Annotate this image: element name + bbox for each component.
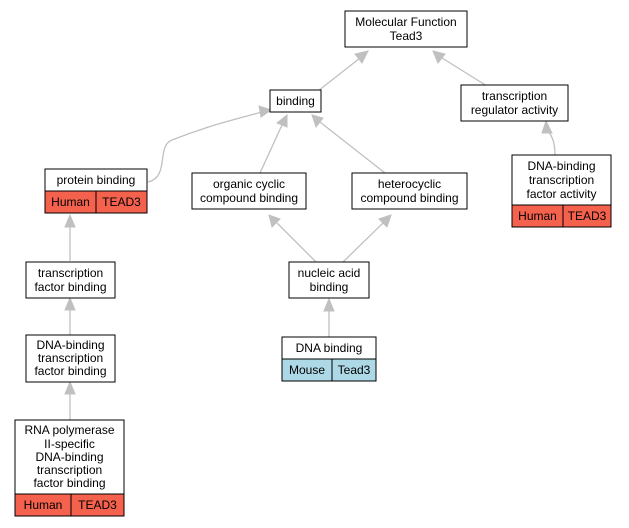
- node-binding[interactable]: binding: [269, 89, 322, 113]
- annotation-cell-gene: [95, 190, 148, 214]
- node-label-line: RNA polymerase: [24, 423, 114, 437]
- edge-heterocyclic-to-binding: [319, 121, 386, 174]
- node-transcription-factor-binding[interactable]: transcription factor binding: [25, 261, 116, 299]
- node-organic-cyclic-compound-binding[interactable]: organic cyclic compound binding: [191, 172, 307, 210]
- node-label-line: regulator activity: [471, 103, 558, 117]
- node-nucleic-acid-binding[interactable]: nucleic acid binding: [288, 261, 370, 299]
- node-label-line: compound binding: [200, 191, 298, 205]
- node-label-line: transcription: [38, 351, 103, 365]
- edge-arrow: [276, 113, 288, 128]
- edge-organic-to-binding: [259, 124, 283, 174]
- node-label-line: binding: [276, 94, 315, 108]
- edge-arrow: [258, 105, 273, 118]
- node-label-line: transcription: [38, 266, 103, 280]
- node-dna-binding-tf-binding[interactable]: DNA-binding transcription factor binding: [25, 334, 116, 383]
- node-dna-binding[interactable]: DNA binding Mouse Tead3: [281, 336, 377, 382]
- node-protein-binding[interactable]: protein binding Human TEAD3: [44, 168, 148, 214]
- node-dna-binding-tf-activity[interactable]: DNA-binding transcription factor activit…: [511, 154, 612, 228]
- edge-arrow: [323, 297, 335, 312]
- annotation-cell-gene: [562, 204, 612, 228]
- node-label-line: protein binding: [57, 173, 136, 187]
- node-label-line: II-specific: [44, 437, 95, 451]
- node-label-line: nucleic acid: [298, 266, 361, 280]
- edge-arrow: [378, 214, 392, 228]
- node-label-line: factor activity: [526, 187, 596, 201]
- annotation-gene: TEAD3: [568, 209, 607, 223]
- node-label-line: factor binding: [34, 364, 106, 378]
- edge-arrow: [64, 380, 76, 395]
- edge-nucleic-to-heterocyclic: [342, 222, 384, 263]
- node-transcription-regulator-activity[interactable]: transcription regulator activity: [460, 84, 569, 122]
- node-label-line: compound binding: [360, 191, 458, 205]
- annotation-cell-gene: [331, 358, 377, 382]
- edge-tf-activity-to-regulator: [548, 131, 556, 156]
- node-label-line: factor binding: [33, 476, 105, 490]
- annotation-species: Human: [24, 498, 63, 512]
- annotation-species: Human: [51, 195, 90, 209]
- edge-arrow: [432, 50, 446, 64]
- node-heterocyclic-compound-binding[interactable]: heterocyclic compound binding: [351, 172, 468, 210]
- node-molecular-function[interactable]: Molecular Function Tead3: [344, 10, 468, 48]
- node-label-line: transcription: [529, 173, 594, 187]
- edge-arrow: [311, 114, 324, 129]
- node-label-line: factor binding: [34, 280, 106, 294]
- annotation-species: Mouse: [289, 363, 325, 377]
- annotation-species: Human: [518, 209, 557, 223]
- node-label-line: Molecular Function: [355, 15, 456, 29]
- annotation-cell-gene: [70, 493, 125, 517]
- node-label-line: DNA-binding: [36, 338, 104, 352]
- node-rna-pol-ii-tf-binding[interactable]: RNA polymerase II-specific DNA-binding t…: [14, 419, 125, 517]
- node-label-line: DNA-binding: [527, 159, 595, 173]
- node-label-line: transcription: [37, 463, 102, 477]
- node-label-line: transcription: [482, 89, 547, 103]
- node-label-line: DNA-binding: [35, 450, 103, 464]
- edge-regulator-to-molecular-function: [441, 57, 488, 87]
- node-label-line: Tead3: [390, 29, 423, 43]
- node-label-line: heterocyclic: [378, 177, 441, 191]
- edge-arrow: [64, 213, 76, 228]
- node-label-line: organic cyclic: [213, 177, 285, 191]
- node-label-line: binding: [310, 280, 349, 294]
- edge-binding-to-molecular-function: [317, 57, 361, 92]
- annotation-gene: Tead3: [338, 363, 371, 377]
- edge-nucleic-to-organic: [276, 222, 317, 263]
- edge-arrow: [268, 214, 281, 228]
- node-label-line: DNA binding: [296, 341, 363, 355]
- annotation-gene: TEAD3: [102, 195, 141, 209]
- edges: [64, 50, 556, 420]
- edge-arrow: [64, 296, 76, 311]
- edge-arrow: [541, 119, 553, 134]
- edge-arrow: [354, 50, 369, 64]
- edge-protein-binding-to-binding: [147, 111, 263, 183]
- annotation-gene: TEAD3: [78, 498, 117, 512]
